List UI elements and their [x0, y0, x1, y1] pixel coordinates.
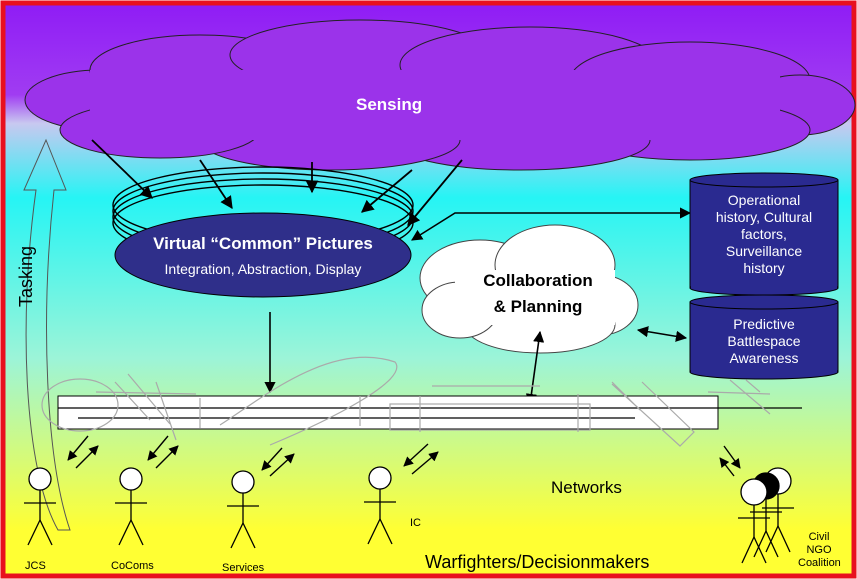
- database-history-line: history, Cultural: [715, 209, 813, 225]
- arrow-pictures-to-history: [411, 207, 692, 241]
- database-predictive: [689, 294, 839, 380]
- database-history-line: history: [743, 260, 785, 276]
- actor-ic-figure: [364, 466, 396, 545]
- actor-services-figure: [227, 470, 259, 549]
- collaboration-label-line1: Collaboration: [483, 271, 593, 290]
- actor-label-services: Services: [222, 562, 265, 574]
- actor-coalition-figures: [738, 467, 794, 564]
- actor-jcs-figure: [24, 467, 56, 546]
- tasking-label: Tasking: [16, 245, 37, 308]
- database-predictive-line: Awareness: [729, 350, 799, 366]
- virtual-pictures-ellipse: [114, 212, 412, 298]
- database-history-line: factors,: [741, 226, 787, 242]
- networks-label: Networks: [551, 478, 622, 497]
- actor-label-coalition: Civil NGO Coalition: [798, 531, 841, 570]
- actor-label-ic: IC: [410, 517, 421, 529]
- tasking-arrow: [23, 138, 71, 531]
- database-predictive-line: Battlespace: [727, 333, 801, 349]
- actor-label-coalition-line: Coalition: [798, 557, 841, 569]
- sensing-label: Sensing: [356, 95, 423, 114]
- collaboration-label-line2: & Planning: [493, 297, 583, 316]
- sensing-cloud-fill: [90, 70, 780, 140]
- warfighters-label: Warfighters/Decisionmakers: [425, 552, 650, 572]
- actor-label-jcs: JCS: [25, 560, 46, 572]
- virtual-pictures-subtitle: Integration, Abstraction, Display: [164, 261, 362, 277]
- arrow-collab-to-predictive: [636, 326, 688, 342]
- networks-bus: [41, 356, 802, 447]
- actor-label-coalition-line: Civil: [808, 531, 830, 543]
- arrow-collab-to-networks: [525, 330, 545, 406]
- virtual-pictures-title: Virtual “Common” Pictures: [153, 234, 373, 253]
- actor-label-coalition-line: NGO: [806, 544, 832, 556]
- database-predictive-label: Predictive Battlespace Awareness: [690, 316, 838, 367]
- collaboration-cloud-fill: [455, 270, 615, 325]
- database-history-line: Operational: [727, 192, 801, 208]
- database-predictive-line: Predictive: [733, 316, 795, 332]
- actor-label-cocoms: CoComs: [111, 560, 154, 572]
- actor-arrows: [67, 435, 741, 477]
- database-history-line: Surveillance: [725, 243, 803, 259]
- actor-cocoms-figure: [115, 467, 147, 546]
- database-history-label: Operational history, Cultural factors, S…: [690, 192, 838, 277]
- database-history: [689, 172, 839, 296]
